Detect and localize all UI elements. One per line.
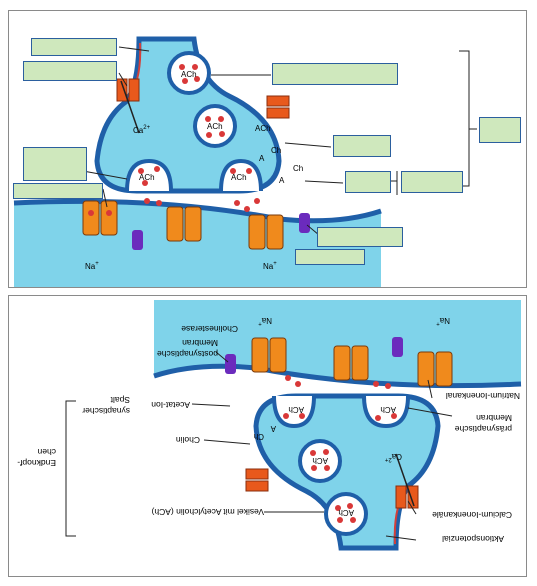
cholinesterase — [132, 230, 143, 250]
label-presynaptic: Membran — [476, 413, 512, 423]
fusing-vesicle: ACh — [362, 395, 410, 429]
free-ach-label: ACh — [255, 124, 271, 133]
label-acetate-ion: Acetat-Ion — [151, 400, 190, 410]
sodium-channel — [333, 345, 369, 381]
answer-box[interactable] — [23, 61, 117, 81]
answer-box[interactable] — [31, 38, 117, 56]
released-ach — [144, 198, 260, 212]
fusing-vesicle: ACh — [272, 395, 316, 429]
answer-box[interactable] — [401, 171, 463, 193]
vesicle: ACh — [324, 492, 368, 536]
vesicle-label: ACh — [207, 122, 223, 131]
choline-short: Ch — [254, 432, 264, 441]
label-action-potential: Aktionspotenzial — [442, 534, 504, 544]
vesicle-label: ACh — [288, 405, 304, 414]
label-calcium-channel: Calcium-Ionenkanäle — [432, 510, 512, 520]
vesicle-label: ACh — [181, 70, 197, 79]
cholinesterase — [299, 213, 310, 233]
worksheet-panel: ACh ACh ACh ACh — [8, 10, 527, 288]
vesicle-label: ACh — [380, 405, 396, 414]
answer-box[interactable] — [317, 227, 403, 247]
answer-box[interactable] — [479, 117, 521, 143]
calcium-label: Ca2+ — [384, 452, 402, 462]
vesicle-label: ACh — [139, 173, 155, 182]
label-sodium-channel: Natrium-Ionenkanal — [446, 391, 520, 401]
label-cholinesterase: Cholinesterase — [181, 324, 238, 334]
synapse-diagram-blank: ACh ACh ACh ACh — [13, 36, 477, 287]
synapse-diagram-labeled: ACh ACh ACh ACh — [17, 300, 522, 551]
answer-box[interactable] — [295, 249, 365, 265]
vesicle: ACh — [298, 439, 342, 483]
sodium-channel — [417, 351, 453, 387]
cholinesterase — [392, 337, 403, 357]
label-synaptic-cleft: synaptischer — [82, 406, 130, 416]
vesicle-label: ACh — [338, 508, 354, 517]
vesicle: ACh — [193, 104, 237, 148]
cholinesterase — [225, 354, 236, 374]
answer-box[interactable] — [13, 183, 103, 199]
vesicle-label: ACh — [312, 456, 328, 465]
label-end-knob: Endknopf- — [17, 458, 56, 468]
released-ach — [285, 375, 391, 389]
fusing-vesicle: ACh — [219, 158, 263, 192]
choline-label: Ch — [271, 146, 281, 155]
rotated-diagram: ACh ACh ACh ACh — [17, 300, 522, 551]
answer-box[interactable] — [345, 171, 391, 193]
label-choline: Cholin — [176, 435, 200, 445]
sodium-label: Na+ — [85, 261, 99, 271]
acetate-short: A — [270, 424, 276, 433]
label-vesicle: Vesikel mit Acetylcholin (ACh) — [151, 507, 264, 517]
vesicle: ACh — [167, 51, 211, 95]
label-end-knob: chen — [37, 447, 56, 457]
sodium-label: Na+ — [436, 316, 450, 326]
choline-label: Ch — [293, 164, 303, 173]
fusing-vesicle: ACh — [125, 158, 173, 192]
calcium-label: Ca2+ — [133, 125, 151, 135]
sodium-label: Na+ — [263, 261, 277, 271]
answer-box[interactable] — [333, 135, 391, 157]
answer-box[interactable] — [23, 147, 87, 181]
calcium-channel — [245, 468, 269, 492]
label-postsynaptic: Membran — [182, 338, 218, 348]
acetate-label: A — [259, 154, 265, 163]
answer-key-panel: ACh ACh ACh ACh — [8, 295, 527, 577]
calcium-channel — [266, 95, 290, 119]
sodium-channel — [251, 337, 287, 373]
calcium-channel — [395, 485, 419, 509]
sodium-label: Na+ — [258, 316, 272, 326]
calcium-arrow — [120, 80, 140, 134]
leader-lines — [65, 351, 453, 541]
vesicle-label: ACh — [231, 173, 247, 182]
label-postsynaptic: postsynaptische — [157, 349, 218, 359]
sodium-channel — [82, 200, 118, 236]
answer-box[interactable] — [272, 63, 398, 85]
calcium-channel — [116, 78, 140, 102]
label-synaptic-cleft: Spalt — [110, 395, 130, 405]
sodium-channel — [166, 206, 202, 242]
acetate-label: A — [279, 176, 285, 185]
sodium-channel — [248, 214, 284, 250]
label-presynaptic: präsynaptische — [455, 424, 512, 434]
